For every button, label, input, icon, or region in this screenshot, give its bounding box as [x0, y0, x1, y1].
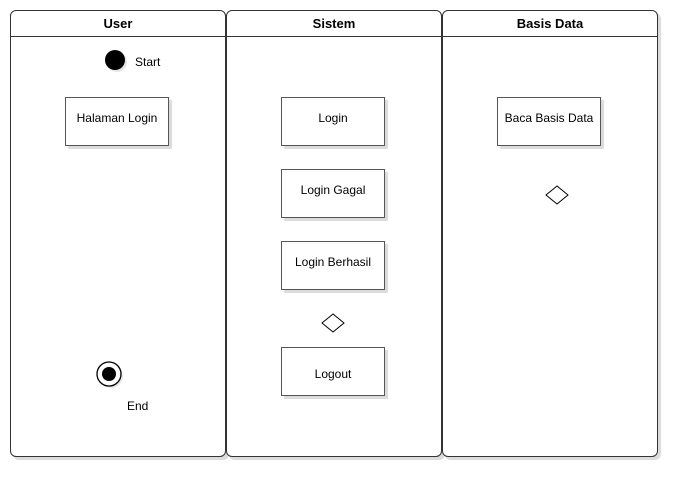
swimlane-header-basis-data: Basis Data	[443, 11, 657, 37]
swimlane-header-user: User	[11, 11, 225, 37]
start-label: Start	[135, 55, 161, 69]
decision-sistem[interactable]	[320, 312, 346, 334]
activity-logout-label: Logout	[314, 366, 352, 381]
activity-login-gagal[interactable]: Login Gagal	[281, 169, 385, 218]
activity-login-gagal-label: Login Gagal	[300, 182, 366, 197]
decision-basis-data[interactable]	[544, 184, 570, 206]
start-node[interactable]	[104, 49, 130, 75]
activity-login-berhasil-label: Login Berhasil	[294, 254, 372, 269]
end-label: End	[127, 399, 149, 413]
activity-logout[interactable]: Logout	[281, 347, 385, 396]
activity-halaman-login[interactable]: Halaman Login	[65, 97, 169, 146]
end-node[interactable]	[96, 361, 126, 391]
activity-halaman-login-label: Halaman Login	[76, 110, 158, 125]
swimlane-header-sistem: Sistem	[227, 11, 441, 37]
activity-login[interactable]: Login	[281, 97, 385, 146]
swimlane-basis-data: Basis Data	[442, 10, 658, 457]
activity-baca-basis-data[interactable]: Baca Basis Data	[497, 97, 601, 146]
activity-baca-basis-data-label: Baca Basis Data	[504, 110, 594, 125]
activity-login-berhasil[interactable]: Login Berhasil	[281, 241, 385, 290]
activity-login-label: Login	[318, 110, 348, 125]
